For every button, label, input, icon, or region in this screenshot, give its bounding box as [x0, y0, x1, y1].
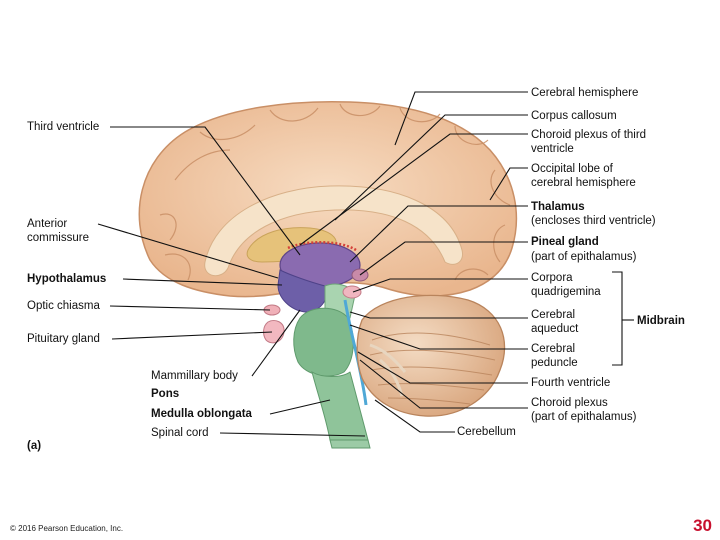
label-cerebral-aqueduct: Cerebral [531, 309, 576, 321]
label-cerebral-hemisphere: Cerebral hemisphere [531, 87, 639, 99]
label-choroid-plexus-third: Choroid plexus of third [531, 129, 647, 141]
label-corpora-quadrigemina: Corpora [531, 272, 573, 284]
label-cerebral-peduncle: Cerebral [531, 343, 576, 355]
label-anterior-commissure-line2: commissure [27, 232, 89, 244]
cerebellum-shape [356, 294, 506, 417]
pons-shape [293, 307, 354, 377]
label-occipital-lobe-line2: cerebral hemisphere [531, 177, 636, 189]
pituitary-gland-shape [263, 319, 285, 344]
label-pineal-gland: Pineal gland [531, 236, 599, 248]
label-cerebellum: Cerebellum [457, 426, 516, 438]
label-occipital-lobe: Occipital lobe of [531, 163, 613, 175]
label-corpora-quadrigemina-line2: quadrigemina [531, 286, 601, 298]
label-cerebral-peduncle-line2: peduncle [531, 357, 578, 369]
hypothalamus-shape [277, 269, 327, 313]
label-thalamus-note: (encloses third ventricle) [531, 215, 656, 227]
label-medulla-oblongata: Medulla oblongata [151, 408, 252, 420]
gyri-lines [159, 103, 511, 281]
medulla-oblongata-shape [311, 370, 369, 441]
panel-label: (a) [27, 440, 42, 452]
page-number: 30 [693, 516, 712, 535]
corpora-quadrigemina-shape [342, 285, 362, 299]
label-choroid-plexus-third-line2: ventricle [531, 143, 574, 155]
label-thalamus: Thalamus [531, 201, 585, 213]
label-pons: Pons [151, 388, 180, 400]
label-corpus-callosum: Corpus callosum [531, 110, 617, 122]
label-optic-chiasma: Optic chiasma [27, 300, 100, 312]
label-anterior-commissure: Anterior [27, 218, 68, 230]
copyright-text: © 2016 Pearson Education, Inc. [10, 524, 124, 533]
label-pineal-note: (part of epithalamus) [531, 251, 637, 263]
label-third-ventricle: Third ventricle [27, 121, 100, 133]
corpus-callosum-shape [204, 185, 464, 277]
label-mammillary-body: Mammillary body [151, 370, 238, 382]
label-choroid-plexus-line2: (part of epithalamus) [531, 411, 637, 423]
label-choroid-plexus: Choroid plexus [531, 397, 608, 409]
spinal-cord-shape [329, 439, 371, 449]
label-spinal-cord: Spinal cord [151, 427, 209, 439]
leader-lines [97, 91, 634, 437]
label-fourth-ventricle: Fourth ventricle [531, 377, 611, 389]
cerebellum-folia [369, 332, 496, 405]
label-midbrain: Midbrain [637, 315, 685, 327]
label-hypothalamus: Hypothalamus [27, 273, 107, 285]
label-pituitary-gland: Pituitary gland [27, 333, 100, 345]
label-cerebral-aqueduct-line2: aqueduct [531, 323, 579, 335]
cerebral-aqueduct-shape [343, 299, 368, 406]
